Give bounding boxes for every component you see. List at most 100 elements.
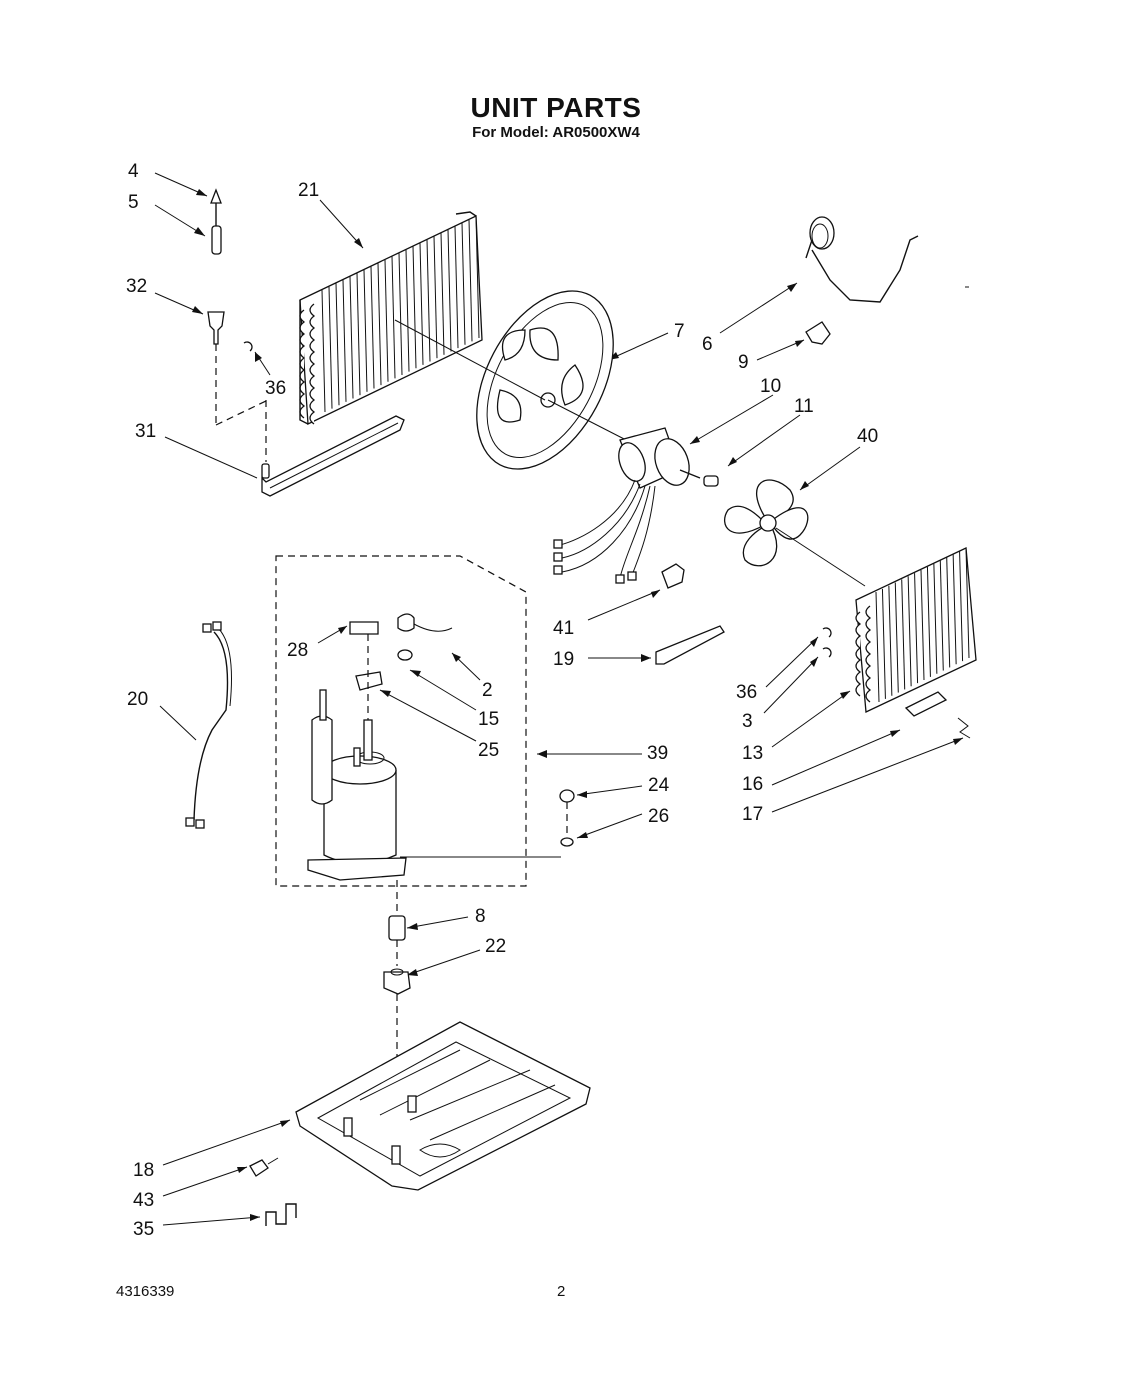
page-title: UNIT PARTS [470, 92, 642, 123]
tube-cap-4 [210, 188, 222, 204]
coil-fin [328, 286, 333, 409]
callout-8: 8 [475, 906, 486, 927]
wire-harness-20 [185, 621, 232, 829]
protector-2 [397, 613, 415, 632]
clip-3 [822, 647, 832, 658]
coil-fin [391, 256, 396, 379]
document-number: 4316339 [116, 1283, 175, 1300]
callout-18: 18 [133, 1160, 154, 1181]
callout-11: 11 [794, 396, 814, 417]
coil-fin [965, 547, 970, 659]
compressor-assembly-39 [275, 555, 575, 887]
leader-arrowheads [192, 189, 963, 1221]
coil-fin [875, 591, 880, 703]
coil-fin [405, 249, 410, 372]
coil-fin [370, 266, 375, 389]
callout-5: 5 [128, 192, 139, 213]
callout-2: 2 [482, 680, 493, 701]
coil-fin [377, 263, 382, 386]
coil-fin [335, 283, 340, 406]
callout-13: 13 [742, 743, 763, 764]
condenser-coil-21 [299, 211, 483, 426]
coil-fin [920, 569, 925, 681]
cable-tie-19 [655, 625, 725, 665]
base-pan-18 [249, 1021, 591, 1226]
coil-fin [419, 242, 424, 365]
capillary-tube-parts [207, 188, 405, 497]
coil-fin [440, 232, 445, 355]
callout-28: 28 [287, 640, 308, 661]
tube-fitting-32 [207, 311, 225, 345]
callout-3: 3 [742, 711, 753, 732]
evaporator-coil [822, 547, 977, 739]
callout-24: 24 [648, 775, 670, 796]
callout-36-right: 36 [736, 682, 757, 703]
clip-35 [265, 1203, 297, 1226]
washer-26 [560, 837, 574, 847]
tube-connector-5 [211, 225, 222, 255]
gasket-25 [355, 671, 383, 691]
coil-fin [933, 563, 938, 674]
coil-fin [426, 239, 431, 362]
coil-fin [454, 226, 459, 349]
callout-31: 31 [135, 421, 156, 442]
coil-fin [881, 588, 886, 699]
fan-shroud-7 [394, 290, 631, 470]
terminal-cover-15 [397, 649, 413, 661]
callout-7: 7 [674, 321, 685, 342]
drain-17 [957, 717, 971, 739]
sleeve-8 [388, 915, 406, 941]
grommet-22 [383, 971, 411, 995]
clip-36-left [243, 341, 253, 352]
callout-35: 35 [133, 1219, 154, 1240]
coil-fin [356, 273, 361, 396]
callout-36-left: 36 [265, 378, 286, 399]
coil-fin [946, 557, 951, 668]
callout-22: 22 [485, 936, 506, 957]
callout-32: 32 [126, 276, 147, 297]
coil-fin [433, 236, 438, 359]
coil-fin [894, 582, 899, 693]
coil-fin [384, 259, 389, 382]
coil-fin [939, 560, 944, 671]
callout-19: 19 [553, 649, 574, 670]
coil-fin [342, 279, 347, 402]
page-number: 2 [557, 1283, 566, 1300]
callout-40: 40 [857, 426, 878, 447]
coil-fin [914, 573, 919, 684]
coil-fin [468, 219, 473, 342]
callout-43: 43 [133, 1190, 154, 1211]
clip-41 [661, 563, 685, 589]
callout-6: 6 [702, 334, 713, 355]
coil-fin [926, 566, 931, 677]
callout-25: 25 [478, 740, 499, 761]
callout-labels: 4 5 32 21 36 31 7 6 9 10 11 40 28 2 15 2… [126, 161, 878, 1240]
callout-39: 39 [647, 743, 668, 764]
coil-fin [447, 229, 452, 352]
clip-36-right [822, 627, 832, 638]
fan-motor-10 [553, 427, 719, 584]
coil-fin [888, 585, 893, 696]
callout-4: 4 [128, 161, 139, 182]
coil-fin [907, 576, 912, 687]
screw-11 [703, 475, 719, 487]
coil-fin [363, 269, 368, 392]
coil-fin [349, 276, 354, 399]
callout-10: 10 [760, 376, 781, 397]
coil-fin [901, 579, 906, 690]
callout-17: 17 [742, 804, 763, 825]
screw-43 [249, 1159, 269, 1177]
fan-blade-40 [724, 479, 866, 587]
overload-28 [349, 621, 379, 635]
callout-21: 21 [298, 180, 319, 201]
model-subtitle: For Model: AR0500XW4 [472, 124, 640, 141]
rod-6 [805, 216, 919, 345]
callout-20: 20 [127, 689, 148, 710]
callout-41: 41 [553, 618, 574, 639]
callout-15: 15 [478, 709, 499, 730]
coil-fin [412, 246, 417, 369]
coil-fin [461, 222, 466, 345]
callout-16: 16 [742, 774, 763, 795]
